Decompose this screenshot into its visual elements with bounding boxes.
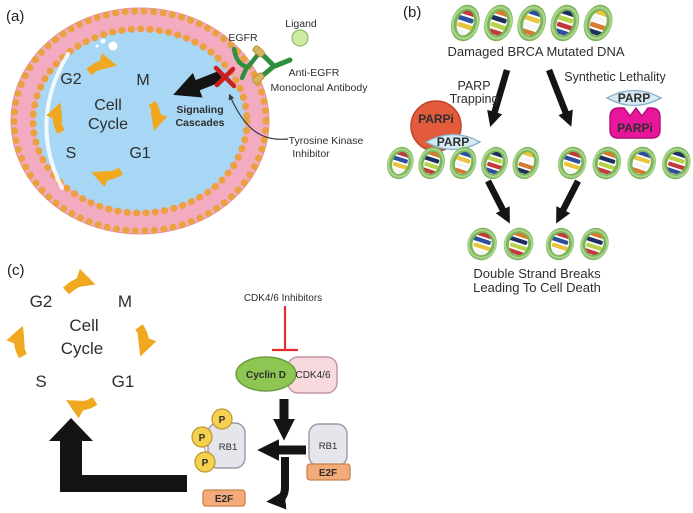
cyclin-d-label: Cyclin D [246, 370, 286, 381]
ligand-label: Ligand [285, 18, 317, 30]
signaling-label-line1: Signaling [176, 104, 223, 116]
e2f-to-s-phase-elbow-arrow [49, 418, 187, 492]
antibody-label-line1: Anti-EGFR [289, 67, 340, 79]
rb1-e2f-complex: RB1 E2F [306, 423, 351, 481]
cell-membrane-outer-beads [10, 7, 270, 235]
signaling-cascades-arrow [173, 70, 224, 98]
converging-arrow-left [485, 179, 510, 224]
cycle-arrow-s-to-g2 [45, 102, 65, 134]
cell-bubble [100, 38, 106, 44]
synthetic-lethality-complex: PARP PARPi [605, 89, 663, 139]
cycle-arrow-g2-to-m [62, 268, 96, 295]
parp-trapping-arrow [487, 69, 511, 127]
parp-trapping-label-line1: PARP [457, 79, 490, 93]
egfr-label: EGFR [228, 32, 258, 44]
tyrosine-kinase-inhibitor-x-icon [213, 65, 237, 89]
cell-cycle-title-line1: Cell [69, 316, 98, 335]
phosphate-circle [211, 408, 233, 430]
phosphate-label: P [199, 433, 206, 444]
phosphate-circle [191, 426, 213, 448]
cell-bubble [95, 44, 99, 48]
synthetic-lethality-arrow [545, 68, 573, 127]
damaged-dna-label: Damaged BRCA Mutated DNA [447, 44, 624, 59]
cell-cycle-title-line1: Cell [94, 97, 122, 114]
dna-helix-broken-right [545, 227, 609, 261]
cdk46-inhibitors-label: CDK4/6 Inhibitors [244, 293, 322, 304]
phase-g1-label: G1 [129, 145, 150, 162]
tki-label-line2: Inhibitor [292, 148, 330, 160]
phase-s-label: S [66, 145, 77, 162]
cycle-arrow-s-to-g2 [6, 325, 28, 359]
tki-label-line1: Tyrosine Kinase [289, 135, 364, 147]
cell-bubble [108, 41, 118, 51]
e2f-free-box [202, 489, 246, 507]
cell-cycle-c: G2 M S G1 Cell Cycle [6, 268, 157, 419]
dna-helix-broken-left [467, 227, 534, 261]
parp-right-label: PARP [618, 91, 650, 105]
panel-a: (a) G2 M S G1 Cell Cycle Signalin [6, 7, 369, 235]
cdk46-label: CDK4/6 [295, 370, 330, 381]
parp-lens-icon [424, 133, 482, 151]
parp-trapping-label-line2: Trapping [450, 92, 499, 106]
converging-arrow-right [556, 179, 581, 224]
signaling-label-line2: Cascades [175, 117, 224, 129]
cell-cycle-a: G2 M S G1 Cell Cycle [45, 53, 168, 188]
cycle-arrow-g1-to-s [66, 397, 98, 419]
synthetic-lethality-label: Synthetic Lethality [564, 70, 666, 84]
dna-helix-right [557, 146, 691, 180]
parpi-right-label: PARPi [617, 121, 653, 135]
rb1-phospho-label: RB1 [219, 442, 237, 453]
phase-g2-label: G2 [60, 71, 81, 88]
tki-pointer-line [228, 93, 289, 140]
phospho-rb1-complex: P P P RB1 [191, 408, 246, 473]
panel-c-label: (c) [7, 262, 25, 279]
phase-g1-label: G1 [112, 372, 135, 391]
e2f-release-curved-arrow [266, 457, 289, 510]
outcome-label-line2: Leading To Cell Death [473, 280, 601, 295]
dna-helix-left [386, 146, 540, 180]
antibody-label-line2: Monoclonal Antibody [271, 82, 369, 94]
parpi-left-label: PARPi [418, 112, 454, 126]
cycle-arrow-m-to-g1 [135, 324, 157, 357]
dna-helix-damaged [450, 4, 613, 42]
parp-lens-icon [605, 89, 663, 107]
parp-left-label: PARP [437, 135, 469, 149]
phase-g2-label: G2 [30, 292, 53, 311]
cell-cycle-title-line2: Cycle [61, 339, 104, 358]
phosphate-circle [194, 451, 216, 473]
phase-m-label: M [118, 292, 132, 311]
cyclin-d-ellipse [235, 356, 297, 392]
panel-a-label: (a) [6, 8, 24, 25]
parp-trapping-complex: PARPi PARP [410, 100, 482, 152]
inhibition-tbar-icon [272, 306, 298, 352]
panel-b: (b) Damaged BRCA Mutated DNA PARP Trappi… [386, 4, 691, 295]
e2f-free-label: E2F [215, 494, 233, 505]
cycle-arrow-m-to-g1 [148, 100, 168, 131]
cell-membrane-inner-beads [29, 25, 251, 217]
parpi-blob-icon [609, 106, 661, 139]
panel-c: (c) G2 M S G1 Cell Cycle CDK4/6 Inhibito… [6, 262, 351, 510]
anti-egfr-antibody-icon [252, 45, 293, 85]
cyclind-cdk46-complex: Cyclin D CDK4/6 [235, 356, 338, 394]
cycle-arrow-g1-to-s [91, 167, 124, 188]
cycle-arrow-g2-to-m [86, 53, 117, 76]
phosphate-label: P [202, 458, 209, 469]
e2f-complex-label: E2F [319, 468, 337, 479]
panel-b-label: (b) [403, 4, 421, 21]
outcome-label-line1: Double Strand Breaks [473, 266, 601, 281]
cell-cycle-title-line2: Cycle [88, 116, 128, 133]
e2f-complex-box [306, 463, 351, 481]
ligand-icon [291, 29, 309, 47]
phase-s-label: S [35, 372, 46, 391]
phase-m-label: M [136, 72, 149, 89]
phosphate-label: P [219, 415, 226, 426]
rb1-complex-label: RB1 [319, 441, 337, 452]
free-e2f: E2F [202, 489, 246, 507]
